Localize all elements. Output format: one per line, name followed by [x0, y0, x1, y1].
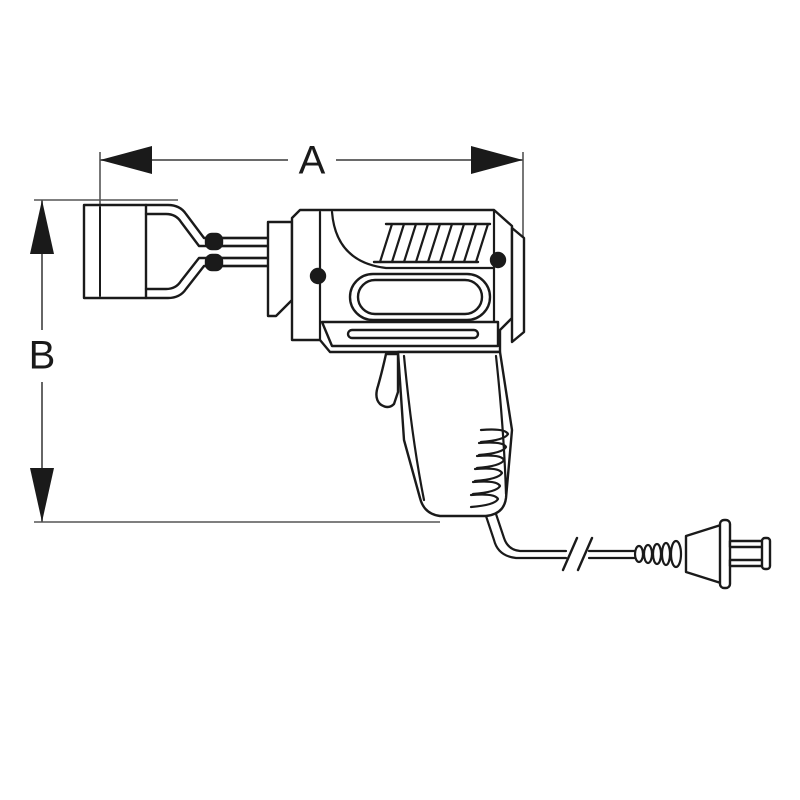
power-cord-upper-edge — [484, 514, 568, 560]
blade-shank-upper-inner — [144, 212, 270, 248]
power-cord — [484, 512, 638, 572]
mains-plug — [684, 518, 732, 590]
rear-end-cap — [510, 226, 526, 344]
strain-relief-coil-1 — [633, 544, 645, 564]
lead-terminal-lower — [204, 253, 224, 272]
grip-rib-5 — [471, 480, 502, 496]
handle-front-seam — [402, 354, 426, 502]
vent-slot-9 — [474, 222, 490, 264]
vent-slot-1 — [378, 222, 394, 264]
vent-slot-4 — [414, 222, 430, 264]
nose-collar-body — [266, 220, 294, 318]
front-screw-dot — [309, 267, 327, 285]
oval-button[interactable] — [348, 272, 492, 322]
housing-shoulder-curve — [330, 210, 496, 270]
lead-terminal-upper — [204, 232, 224, 251]
cord-break-mark-1 — [561, 536, 579, 572]
vent-slot-5 — [426, 222, 442, 264]
nose-collar — [266, 220, 294, 318]
lower-trim-rail-slot — [346, 328, 480, 340]
strain-relief-coil-3 — [651, 542, 663, 566]
grip-rib-1 — [479, 428, 510, 444]
lower-trim-rail — [320, 320, 500, 348]
dimension-b-arrow-bottom — [30, 468, 54, 522]
blade-shank-upper-outer — [144, 203, 270, 240]
vent-slot-8 — [462, 222, 478, 264]
blade-shank — [144, 203, 270, 300]
trigger-lever[interactable] — [375, 352, 400, 409]
plug-prong-tip-block — [760, 536, 772, 571]
rear-end-cap-panel — [510, 226, 526, 344]
dimension-a-arrow-left — [100, 146, 152, 174]
vent-slot-7 — [450, 222, 466, 264]
cord-break-mark-2 — [576, 536, 594, 572]
grip-rib-4 — [473, 467, 504, 483]
blade-shank-lower-outer — [144, 264, 270, 300]
power-cord-lower-edge — [494, 512, 568, 553]
plug-body — [684, 522, 726, 586]
dimension-b-group: B — [29, 199, 440, 523]
dimension-a-arrow-right — [471, 146, 523, 174]
grip-rib-2 — [477, 441, 508, 457]
strain-relief-coil-4 — [660, 541, 672, 567]
blade-tip — [82, 203, 148, 300]
hot-knife-tool-illustration — [82, 203, 772, 590]
vent-slot-3 — [402, 222, 418, 264]
oval-button-inner[interactable] — [356, 278, 484, 316]
dimension-a-group: A — [99, 139, 524, 300]
rear-screw-dot — [489, 251, 507, 269]
grip-rib-6 — [469, 493, 500, 509]
vent-slot-6 — [438, 222, 454, 264]
blade-tip-plate — [82, 203, 148, 300]
vent-slot-2 — [390, 222, 406, 264]
strain-relief-coil-2 — [642, 543, 654, 565]
strain-relief-coil-5 — [669, 539, 683, 569]
blade-shank-lower-inner — [144, 256, 270, 291]
grip-rib-3 — [475, 454, 506, 470]
strain-relief — [633, 539, 683, 569]
dimension-b-label: B — [29, 334, 56, 378]
grip-ribs — [469, 428, 510, 509]
dimension-b-arrow-top — [30, 200, 54, 254]
plug-face-flange — [718, 518, 732, 590]
vent-slots — [372, 222, 492, 264]
dimension-a-label: A — [299, 139, 326, 183]
plug-prongs — [728, 536, 772, 571]
handle-back-seam — [494, 354, 508, 496]
trigger[interactable] — [375, 352, 400, 409]
